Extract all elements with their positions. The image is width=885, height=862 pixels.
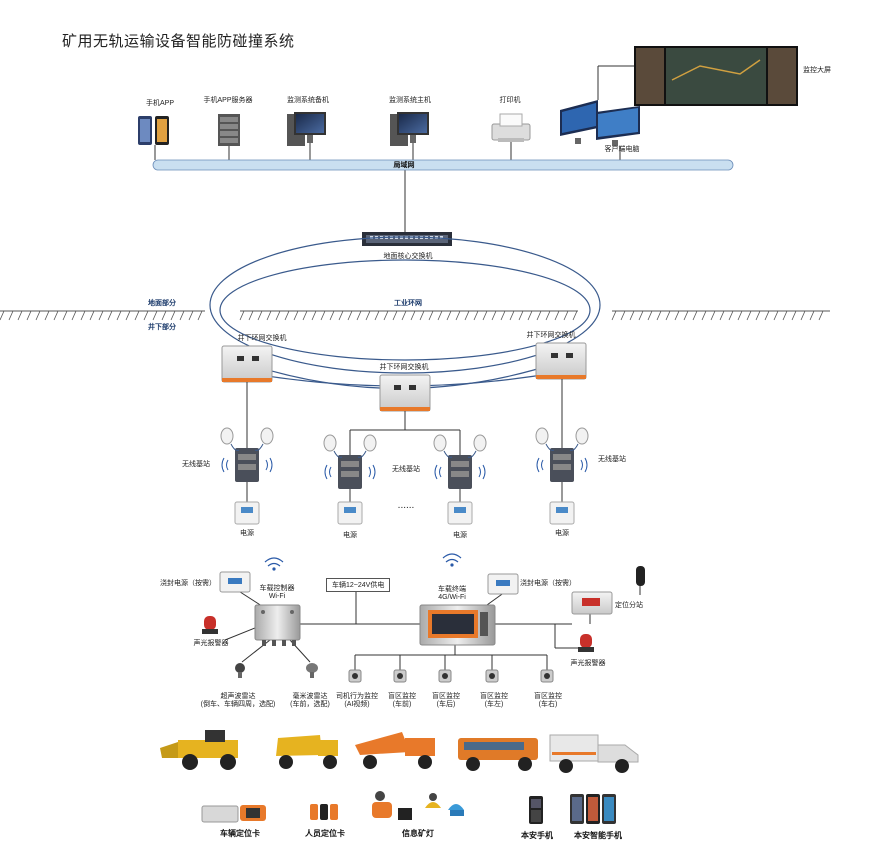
label-blind-rear: 盲区监控 (车后): [432, 693, 460, 709]
label-alarm-left: 声光报警器: [193, 640, 229, 647]
wifi-icon: [264, 553, 462, 571]
power-unit-icon: [447, 501, 473, 525]
phone-app-icon: [138, 116, 169, 145]
positioning-station-icon: [571, 566, 645, 615]
cameras: [348, 669, 554, 683]
label-phone-app: 手机APP: [145, 100, 175, 107]
label-ultrasonic: 超声波雷达 (倒车、车辆四周，选配): [200, 693, 276, 709]
ug-connectors: [246, 379, 563, 502]
label-driver-monitor: 司机行为监控 (AI视频): [336, 693, 378, 709]
loader-vehicle: [160, 730, 238, 770]
label-big-screen: 监控大屏: [803, 67, 831, 74]
ug-switch-middle: [379, 374, 431, 412]
big-screen-icon: [634, 46, 798, 106]
pickup-vehicle: [549, 734, 639, 773]
label-base-station-2: 无线基站: [392, 466, 420, 473]
label-lan: 局域网: [393, 162, 415, 169]
printer-icon: [491, 113, 531, 142]
label-ring: 工业环网: [394, 300, 422, 307]
label-surface: 地面部分: [148, 300, 176, 307]
wireless-wave-icon: [221, 457, 273, 473]
alarm-right-icon: [578, 634, 594, 652]
backup-power-left-icon: [219, 571, 251, 593]
vehicle-terminal-icon: [419, 604, 496, 646]
lan-bar: [152, 159, 734, 171]
dump-truck-vehicle: [276, 735, 338, 769]
mine-truck-vehicle: [355, 732, 435, 769]
vehicle-card-icon: [201, 805, 266, 823]
label-base-station-3: 无线基站: [598, 456, 626, 463]
app-server-icon: [218, 114, 240, 146]
safe-phone-icon: [529, 796, 543, 824]
backup-power-right-icon: [487, 573, 519, 595]
monitor-host-icon: [390, 112, 429, 146]
power-unit-icon: [337, 501, 363, 525]
client-pc-icon: [560, 100, 640, 146]
label-alarm-right: 声光报警器: [570, 660, 606, 667]
mmwave-radar-icon: [306, 663, 318, 678]
cap-lamp-icon: [372, 791, 464, 820]
top-connectors: [154, 65, 634, 232]
label-client-pc: 客户端电脑: [604, 146, 640, 153]
label-blind-left: 盲区监控 (车左): [480, 693, 508, 709]
monitor-backup-icon: [287, 112, 326, 146]
ug-switch-left: [221, 345, 273, 383]
label-power-1: 电源: [240, 530, 254, 537]
label-power-3: 电源: [453, 532, 467, 539]
camera-icon: [438, 669, 452, 683]
label-backup-power-left: 浇封电源（按需）: [160, 580, 216, 587]
power-unit-icon: [549, 501, 575, 525]
ug-switch-right: [535, 342, 587, 380]
person-card-icon: [310, 804, 338, 820]
label-terminal: 车载终端 4G/Wi-Fi: [438, 586, 466, 602]
label-power-4: 电源: [555, 530, 569, 537]
wireless-wave-icon: [536, 457, 588, 473]
label-blind-right: 盲区监控 (车右): [534, 693, 562, 709]
camera-icon: [540, 669, 554, 683]
label-core-switch: 地面核心交换机: [383, 253, 433, 260]
wireless-wave-icon: [434, 464, 486, 480]
label-ug-switch-left: 井下环网交换机: [237, 335, 287, 342]
label-ug-switch-right: 井下环网交换机: [526, 332, 576, 339]
label-monitor-host: 监测系统主机: [389, 97, 431, 104]
label-vehicle-power: 车辆12~24V供电: [326, 578, 391, 592]
alarm-left-icon: [202, 616, 218, 634]
label-power-2: 电源: [343, 532, 357, 539]
label-safe-smartphone: 本安智能手机: [574, 831, 622, 840]
label-ug-switch-middle: 井下环网交换机: [379, 364, 429, 371]
camera-icon: [393, 669, 407, 683]
power-unit-icon: [234, 501, 260, 525]
camera-icon: [485, 669, 499, 683]
label-mmwave: 毫米波雷达 (车前，选配): [290, 693, 330, 709]
label-positioning-station: 定位分站: [615, 602, 643, 609]
ultrasonic-radar-icon: [235, 663, 245, 678]
ground-hatch: [0, 310, 824, 321]
vehicle-controller-icon: [254, 604, 301, 646]
label-underground: 井下部分: [148, 324, 176, 331]
wireless-wave-icon: [324, 464, 376, 480]
base-station-icon: [535, 427, 589, 482]
label-cap-lamp: 信息矿灯: [402, 829, 434, 838]
label-person-card: 人员定位卡: [305, 829, 345, 838]
base-station-icon: [220, 427, 274, 482]
base-stations: [220, 427, 589, 525]
label-safe-phone: 本安手机: [521, 831, 553, 840]
label-backup-power-right: 浇封电源（按需）: [520, 580, 576, 587]
label-printer: 打印机: [499, 97, 521, 104]
core-switch-icon: [362, 232, 452, 246]
label-controller: 车载控制器 Wi-Fi: [259, 585, 295, 601]
base-station-icon: [433, 434, 487, 489]
page-title: 矿用无轨运输设备智能防碰撞系统: [62, 33, 295, 50]
label-ellipsis: ......: [397, 500, 415, 511]
label-app-server: 手机APP服务器: [203, 97, 253, 104]
personnel-carrier-vehicle: [458, 738, 538, 771]
label-blind-front: 盲区监控 (车前): [388, 693, 416, 709]
label-monitor-backup: 监测系统备机: [287, 97, 329, 104]
base-station-icon: [323, 434, 377, 489]
label-vehicle-card: 车辆定位卡: [220, 829, 260, 838]
safe-smartphone-icon: [570, 794, 616, 824]
label-base-station-1: 无线基站: [182, 461, 210, 468]
camera-icon: [348, 669, 362, 683]
